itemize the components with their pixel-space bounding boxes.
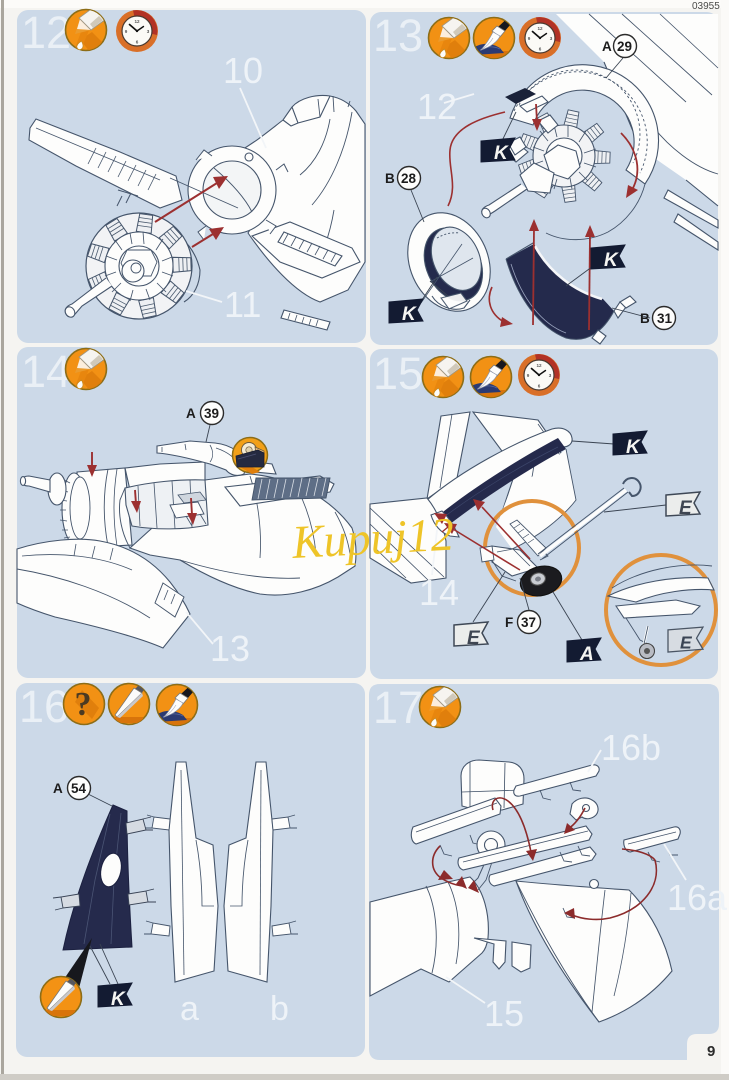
svg-text:B: B xyxy=(385,171,395,186)
svg-text:17: 17 xyxy=(373,682,423,733)
svg-text:b: b xyxy=(270,990,289,1028)
svg-text:12: 12 xyxy=(21,7,71,58)
svg-text:F: F xyxy=(505,615,513,630)
svg-text:16a: 16a xyxy=(667,877,728,918)
svg-text:Kupuj12: Kupuj12 xyxy=(290,509,455,569)
svg-text:13: 13 xyxy=(210,628,250,669)
svg-text:E: E xyxy=(679,498,693,519)
svg-text:K: K xyxy=(626,437,641,458)
svg-text:15: 15 xyxy=(373,348,423,399)
svg-text:28: 28 xyxy=(401,171,417,186)
svg-text:A: A xyxy=(53,781,63,796)
svg-text:15: 15 xyxy=(484,993,524,1034)
svg-text:14: 14 xyxy=(21,346,71,397)
svg-text:39: 39 xyxy=(204,406,219,421)
svg-text:37: 37 xyxy=(521,615,536,630)
svg-text:54: 54 xyxy=(71,781,87,796)
svg-text:E: E xyxy=(680,632,693,652)
svg-text:11: 11 xyxy=(224,284,261,325)
svg-text:K: K xyxy=(604,250,619,271)
svg-text:K: K xyxy=(402,304,417,325)
svg-text:10: 10 xyxy=(223,50,263,91)
svg-text:A: A xyxy=(186,406,196,421)
svg-text:a: a xyxy=(180,990,199,1028)
svg-text:14: 14 xyxy=(419,572,459,613)
svg-text:31: 31 xyxy=(657,311,673,326)
svg-text:A: A xyxy=(602,39,612,54)
svg-text:E: E xyxy=(467,628,481,649)
svg-text:03955: 03955 xyxy=(692,1,720,12)
svg-text:K: K xyxy=(111,989,126,1010)
svg-text:13: 13 xyxy=(373,10,423,61)
svg-text:16b: 16b xyxy=(601,727,661,768)
svg-text:B: B xyxy=(640,311,650,326)
svg-text:A: A xyxy=(579,644,594,665)
svg-text:9: 9 xyxy=(707,1043,715,1060)
svg-text:16: 16 xyxy=(19,681,69,732)
svg-text:K: K xyxy=(494,143,509,164)
svg-text:12: 12 xyxy=(417,86,457,127)
svg-text:29: 29 xyxy=(617,39,632,54)
